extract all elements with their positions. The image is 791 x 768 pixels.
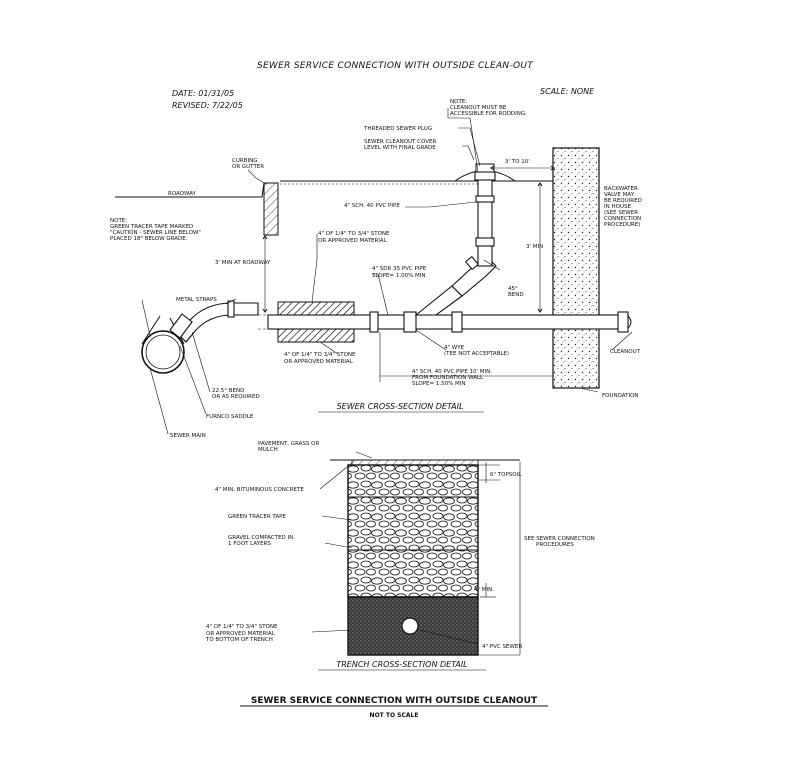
label-curbing: CURBING OR GUTTER [232, 158, 264, 170]
label-pavement: PAVEMENT, GRASS OR MULCH [258, 441, 321, 453]
label-sdr35-pipe: 4" SDR 35 PVC PIPE SLOPE= 1.00% MIN [372, 266, 428, 279]
label-4-min: 4" MIN. [474, 587, 494, 593]
curb [263, 182, 279, 236]
label-foundation: FOUNDATION [602, 393, 639, 399]
label-sch40-10min: 4" SCH. 40 PVC PIPE 10' MIN. FROM FOUNDA… [412, 369, 494, 387]
gravel-fill [347, 464, 479, 598]
label-3-min: 3' MIN [526, 244, 543, 250]
footer-subtitle: NOT TO SCALE [370, 712, 419, 719]
trench-section-caption: TRENCH CROSS-SECTION DETAIL [336, 660, 467, 669]
label-stone-top: 4" OF 1/4" TO 3/4" STONE OR APPROVED MAT… [318, 231, 391, 244]
revised-label: REVISED: 7/22/05 [172, 101, 243, 110]
leader-lines [141, 108, 633, 435]
label-roadway: ROADWAY [168, 191, 197, 197]
label-cleanout: CLEANOUT [610, 349, 641, 355]
label-threaded-plug: THREADED SEWER PLUG [363, 126, 432, 132]
label-cleanout-cover: SEWER CLEANOUT COVER LEVEL WITH FINAL GR… [364, 139, 438, 151]
label-wye: 4" WYE (TEE NOT ACCEPTABLE) [444, 345, 509, 357]
label-pvc-sewer: 4" PVC SEWER [482, 644, 522, 650]
label-sch40-pipe: 4" SCH. 40 PVC PIPE [344, 203, 400, 209]
trench-cross-section: PAVEMENT, GRASS OR MULCH 6" TOPSOIL 4" M… [205, 441, 597, 671]
label-see-procedures: SEE SEWER CONNECTION PROCEDURES [524, 536, 597, 548]
label-3-to-10: 3' TO 10' [505, 159, 530, 165]
label-45-bend: 45° BEND [508, 286, 524, 298]
wye-fitting [414, 285, 463, 316]
note-cleanout: NOTE: CLEANOUT MUST BE ACCESSIBLE FOR RO… [450, 99, 527, 117]
label-metal-straps: METAL STRAPS [176, 297, 217, 303]
label-stone-bottom: 4" OF 1/4" TO 3/4" STONE OR APPROVED MAT… [284, 352, 357, 365]
lateral-pipe [267, 314, 629, 330]
label-tracer-tape: GREEN TRACER TAPE [228, 514, 286, 520]
label-bituminous: 4" MIN. BITUMINOUS CONCRETE [215, 487, 304, 493]
bituminous-layer [351, 459, 479, 466]
label-gravel: GRAVEL COMPACTED IN 1 FOOT LAYERS [228, 535, 295, 547]
label-topsoil: 6" TOPSOIL [490, 472, 522, 478]
foundation-wall [552, 147, 600, 389]
note-tracer-tape: NOTE: GREEN TRACER TAPE MARKED "CAUTION … [110, 218, 203, 242]
scale-label: SCALE: NONE [540, 87, 595, 96]
label-backwater: BACKWATER VALVE MAY BE REQUIRED IN HOUSE… [604, 186, 644, 228]
drawing-title: SEWER SERVICE CONNECTION WITH OUTSIDE CL… [257, 61, 534, 71]
label-sewer-main: SEWER MAIN [170, 433, 206, 439]
date-label: DATE: 01/31/05 [172, 89, 234, 98]
pvc-sewer-pipe [401, 617, 419, 635]
sewer-cross-section: NOTE: CLEANOUT MUST BE ACCESSIBLE FOR RO… [110, 99, 644, 439]
label-22-5-bend: 22.5° BEND OR AS REQUIRED [212, 388, 260, 400]
footer-title: SEWER SERVICE CONNECTION WITH OUTSIDE CL… [251, 696, 538, 706]
sewer-main [141, 330, 185, 374]
label-trench-stone: 4" OF 1/4" TO 3/4" STONE OR APPROVED MAT… [205, 624, 279, 643]
sewer-section-caption: SEWER CROSS-SECTION DETAIL [337, 402, 464, 411]
cleanout-riser [477, 175, 493, 267]
label-furnco-saddle: FURNCO SADDLE [206, 414, 254, 420]
label-3-min-roadway: 3' MIN AT ROADWAY [215, 260, 271, 266]
